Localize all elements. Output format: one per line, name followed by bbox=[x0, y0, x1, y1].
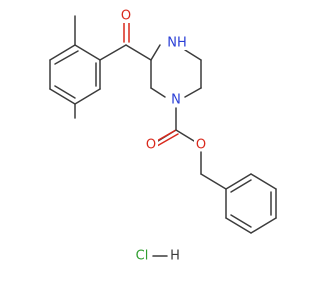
ketone-group: O bbox=[119, 9, 152, 61]
ring-nh-label: NH bbox=[167, 36, 187, 51]
chlorine-label: Cl bbox=[136, 249, 149, 264]
hydrochloride: Cl H bbox=[136, 249, 180, 264]
benzyl-ring bbox=[225, 173, 277, 234]
dimethylphenyl-ring bbox=[49, 15, 127, 119]
ring-n-label: N bbox=[171, 93, 181, 108]
carbamate-group: O O bbox=[144, 107, 227, 190]
carbonyl-oxygen-label: O bbox=[146, 138, 156, 153]
ketone-oxygen-label: O bbox=[121, 9, 131, 24]
piperazine-ring: NH N bbox=[150, 35, 202, 108]
ester-oxygen-label: O bbox=[196, 138, 206, 153]
molecule-structure: O NH N O O bbox=[49, 9, 277, 264]
hydrogen-label: H bbox=[170, 249, 180, 264]
